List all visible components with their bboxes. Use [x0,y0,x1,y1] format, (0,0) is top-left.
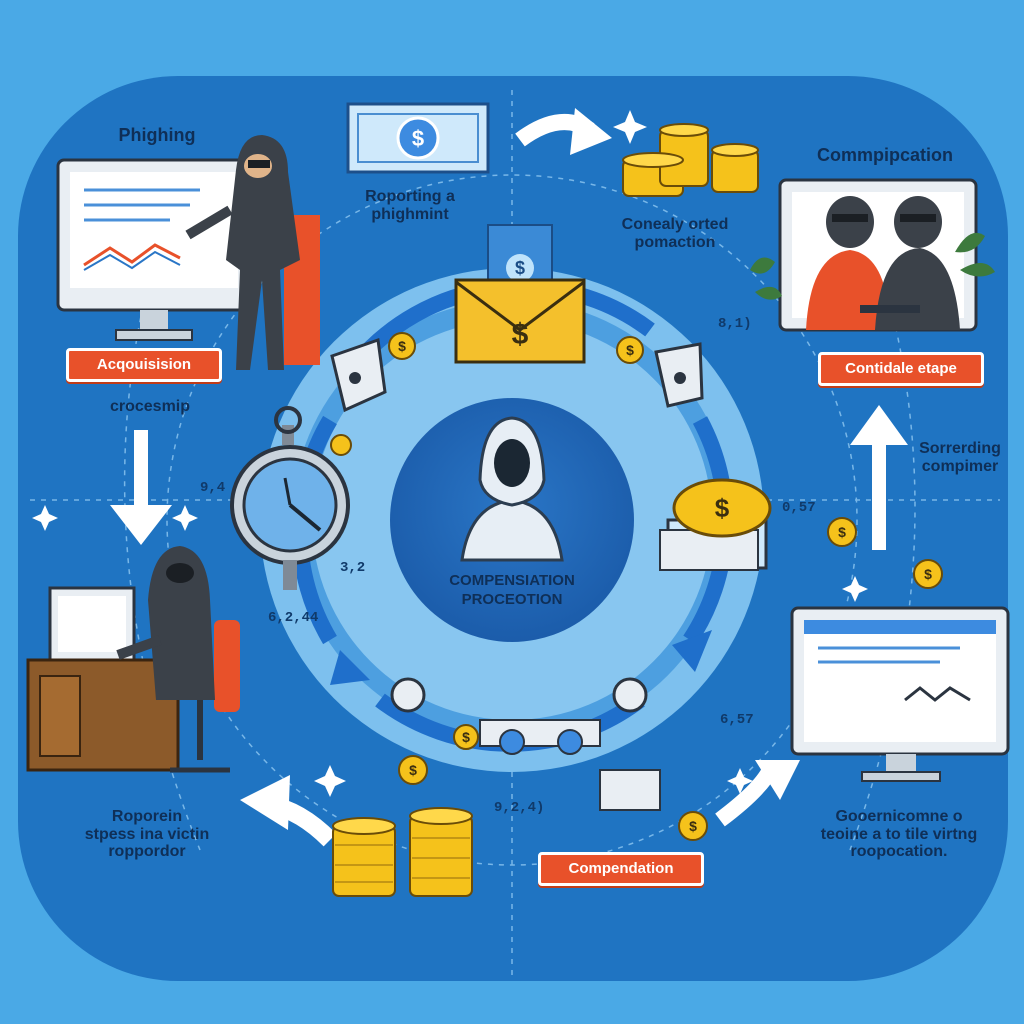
shield-icon-left [330,337,387,413]
hacker-figure-bottom-left [26,546,240,773]
consent-label: Conealy orted pomaction [621,216,729,251]
phishing-title: Phighing [118,125,196,145]
number-label: 9,4 [200,480,226,496]
number-label: 0,57 [782,500,816,516]
goverment-note-label: Gooernicomne o teoine a to tile virtng r… [820,808,978,861]
number-label: 6,2,44 [268,610,319,626]
svg-text:$: $ [689,818,697,834]
arrow-head-right [672,630,712,672]
svg-text:$: $ [515,258,525,278]
dollar-bill-icon: $ [346,102,490,174]
svg-text:$: $ [398,338,406,354]
arrow-icon-right-up [850,405,908,550]
monitor-icon-bottom-right [790,606,1010,782]
arrow-head-left [330,650,370,685]
number-label: 8,1) [718,316,752,332]
money-stack-icon: $ [659,478,772,571]
hooded-figure-icon [460,416,564,562]
hacker-figure-top-left [185,135,320,370]
arrow-head-top [570,108,612,155]
coin-icons: $ $ $ $ $ $ $ [330,332,943,841]
plant-icon [750,232,995,300]
acquisition-badge: Acqouisision [66,348,222,382]
coin-stack-icon-bottom [332,807,473,897]
sorrerding-label: Sorrerding compimer [919,440,1001,475]
gear-icon [390,677,661,811]
number-label: 6,57 [720,712,754,728]
communication-title: Commpipcation [816,145,953,165]
arrow-icon-bottom-right [715,760,800,827]
arrow-icon-left-down [110,430,172,545]
crocesmip-label: crocesmip [109,398,191,415]
center-caption: COMPENSIATION PROCEOTION [449,572,575,608]
reporting-label: Roporting a phighmint [365,188,455,223]
svg-text:$: $ [838,524,846,540]
contidale-badge: Contidale etape [818,352,984,386]
shield-icon-right [654,342,704,408]
monitor-icon-top-right [778,178,978,332]
svg-text:$: $ [462,729,470,745]
stopwatch-icon [230,406,350,590]
coin-stack-icon-top [622,123,759,197]
monitor-icon-top-left [56,158,252,341]
svg-text:$: $ [409,762,417,778]
victim-report-label: Roporein stpess ina victin roppordor [84,808,210,861]
svg-text:$: $ [512,318,529,351]
svg-text:$: $ [715,493,730,523]
svg-text:$: $ [924,566,932,582]
envelope-icon: $ $ [454,224,586,364]
number-label: 9,2,4) [494,800,545,816]
arrow-icon-bottom-left [240,775,337,847]
sparkle-icon [32,110,868,797]
number-label: 3,2 [340,560,366,576]
svg-text:$: $ [412,126,424,151]
svg-text:$: $ [626,342,634,358]
compendation-badge: Compendation [538,852,704,886]
